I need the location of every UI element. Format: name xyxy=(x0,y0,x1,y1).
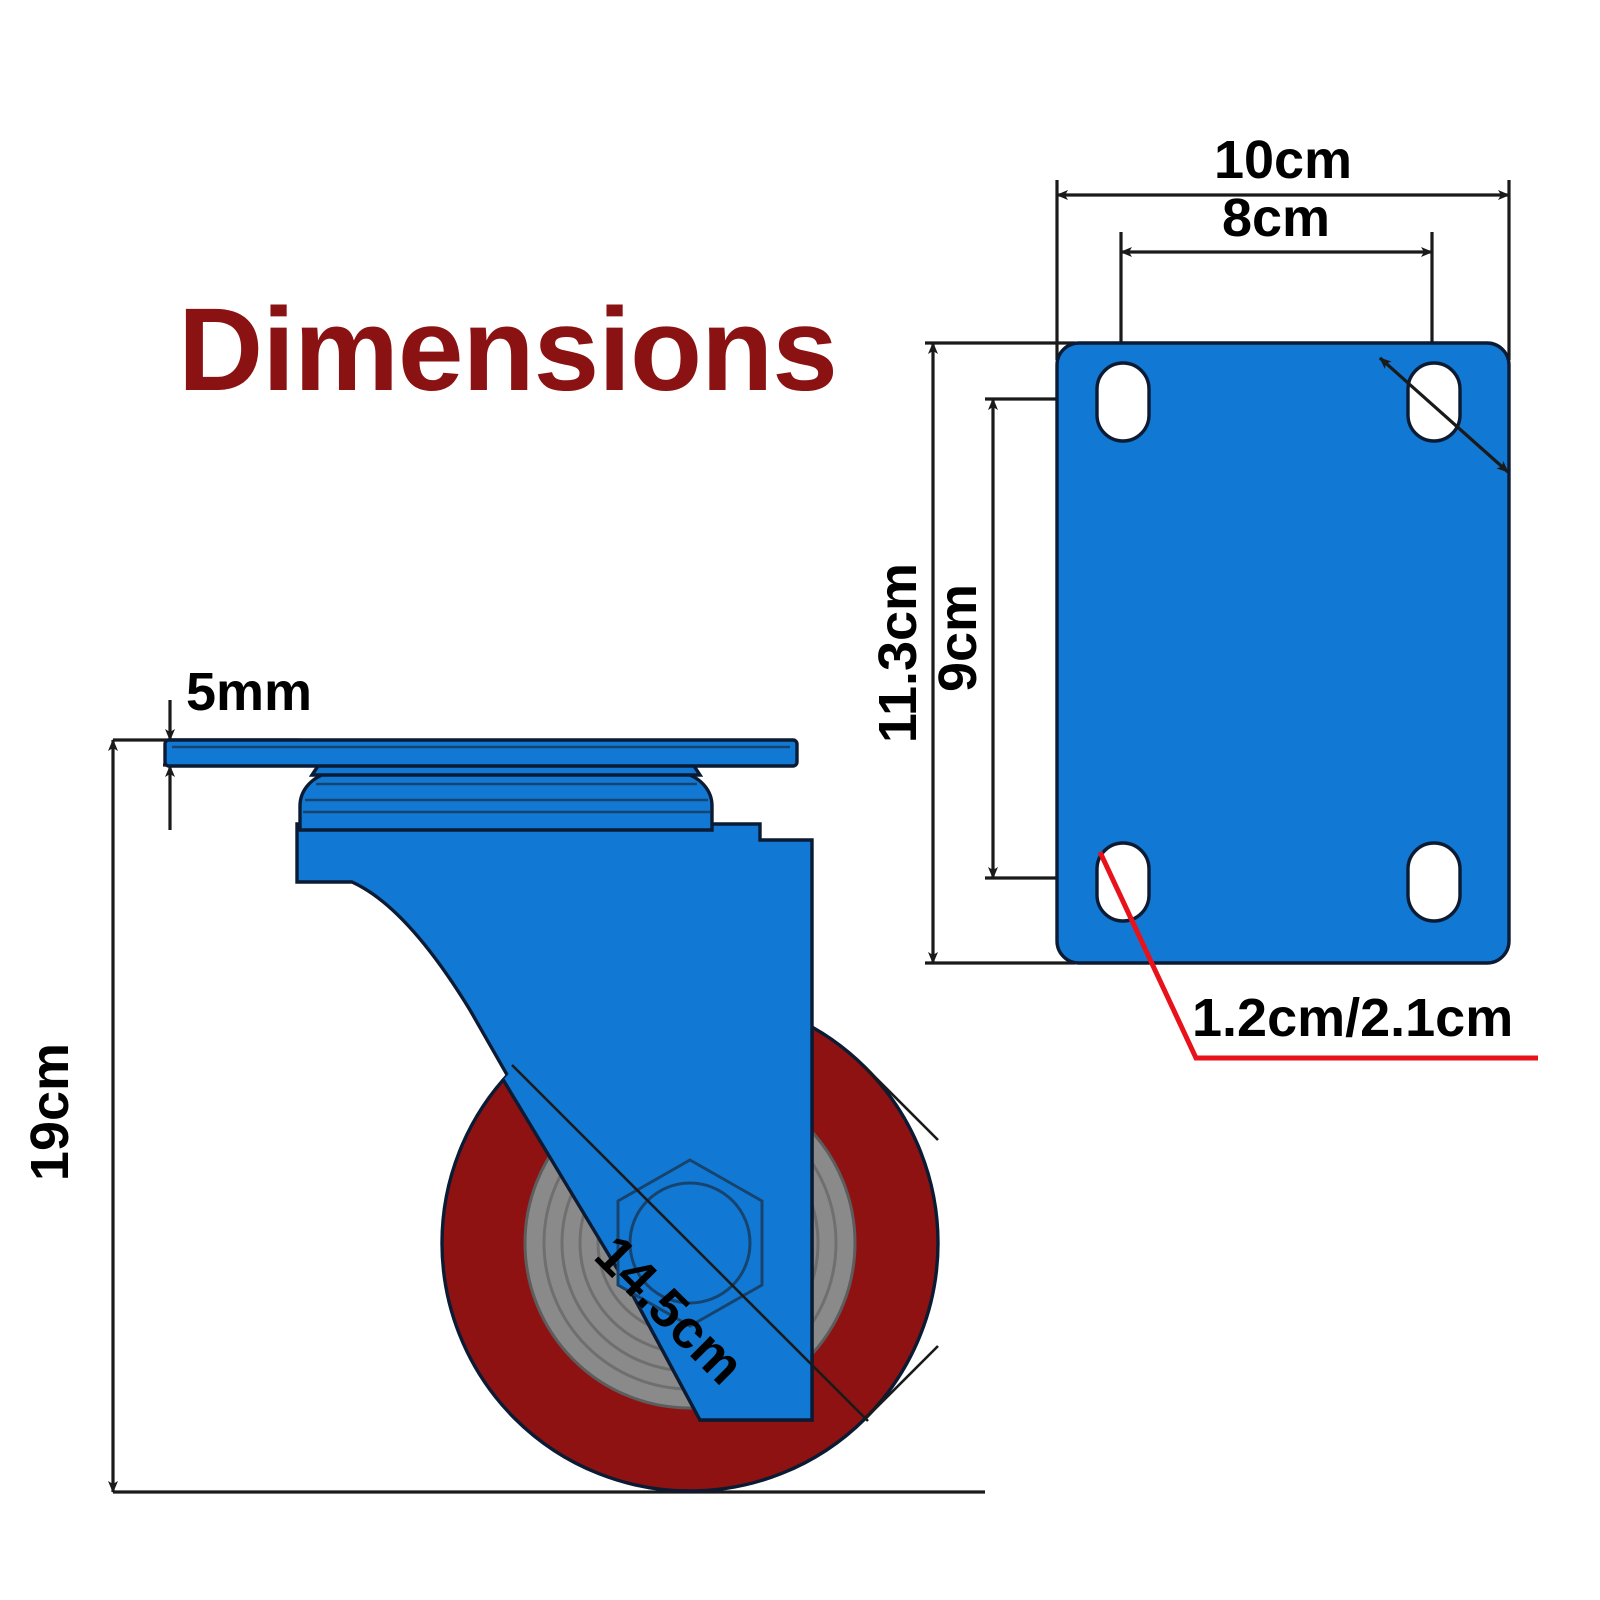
label-overall-height: 19cm xyxy=(20,1043,80,1181)
top-plate-side xyxy=(163,738,799,768)
dim-line-wheel-diameter xyxy=(511,1064,869,1422)
top-view-group: 10cm 8cm 11.3cm 9cm xyxy=(868,130,1538,1061)
label-slot-size: 1.2cm/2.1cm xyxy=(1192,988,1513,1048)
label-bolt-spacing-height: 9cm xyxy=(928,584,988,692)
tire-seam-lower xyxy=(865,1345,939,1419)
bolt-slot-bottom-right xyxy=(1406,841,1462,923)
slot-size-leader-line xyxy=(1097,850,1538,1061)
label-plate-thickness: 5mm xyxy=(186,662,312,722)
bolt-slot-top-right xyxy=(1406,361,1462,443)
page-title: Dimensions xyxy=(178,284,837,416)
tire-seam-upper xyxy=(865,1067,939,1141)
bolt-slot-top-left xyxy=(1095,361,1151,443)
side-view-group: 5mm 19cm xyxy=(20,662,985,1494)
bolt-slot-bottom-left xyxy=(1095,841,1151,923)
slot-diagonal-leader xyxy=(1378,356,1510,474)
label-bolt-spacing-width: 8cm xyxy=(1222,188,1330,248)
axle-circle xyxy=(628,1181,752,1305)
label-plate-width: 10cm xyxy=(1214,130,1352,190)
mounting-plate xyxy=(1055,341,1511,965)
label-plate-height: 11.3cm xyxy=(868,563,928,743)
